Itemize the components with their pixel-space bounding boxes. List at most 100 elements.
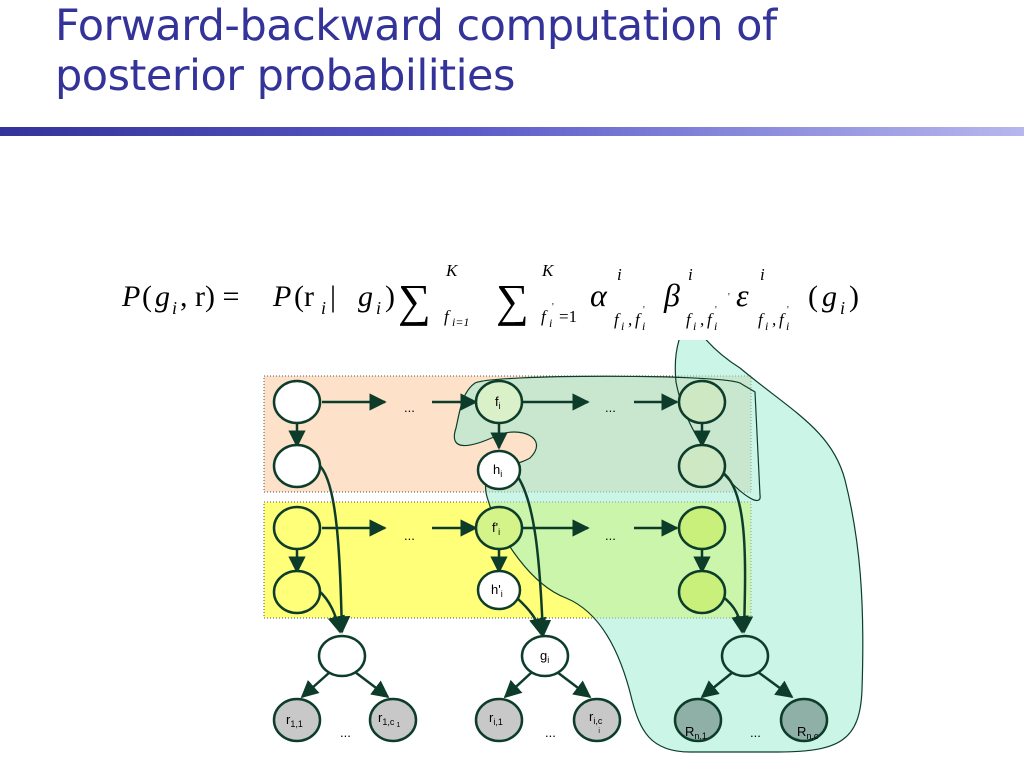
node-r-i-c [572,697,622,743]
eq-sum-2-lower-prime: ' [552,302,554,313]
eq-beta-sub-f2: f [707,310,714,329]
posterior-equation: P ( g i , r) = P (r i | g i ) ∑ K f i=1 … [121,261,859,333]
eq-alpha-sup: i [617,265,622,284]
ellipsis-upper-right: ... [605,400,616,415]
eq-sum-2-lower: f [541,307,548,326]
edge-gn-to-Rnc [757,670,794,699]
node-lower-right-f [677,505,727,551]
edge-hpi-to-gi [516,597,547,636]
eq-alpha-sub-f1: f [614,310,621,329]
eq-sum-2-lower-eq: =1 [559,307,577,326]
eq-epsilon: ε [736,277,749,313]
node-upper-left-h [272,443,322,489]
eq-epsilon-sub-i2: i [786,319,789,333]
edge-gi-to-ri1 [503,671,533,699]
node-lower-left-f [272,505,322,551]
eq-rhs-g-sub: i [376,298,381,318]
eq-sum-1-lower-sub: i=1 [452,315,469,329]
label-fprime-i: f'i [492,520,500,537]
ellipsis-r-group-1: ... [340,725,351,740]
node-R-n-c [779,697,829,743]
eq-epsilon-sup: i [760,265,765,284]
eq-lhs-open: ( [142,280,152,313]
eq-alpha-sub-comma: , [628,310,632,329]
node-upper-right-h [677,443,727,489]
eq-rhs-close: ) [385,280,395,313]
ellipsis-lower-right: ... [605,528,616,543]
label-r-i-1: ri,1 [489,710,503,727]
edge-col3-h-to-g [721,470,754,634]
node-r-1-1 [272,697,322,743]
eq-lhs-comma-r: , r) = [180,280,239,313]
ellipsis-lower-left: ... [404,528,415,543]
eq-lhs-g-sub: i [172,298,177,318]
eq-lhs-P: P [121,280,140,313]
node-f-i [474,379,524,425]
eq-tail-close: ) [849,280,859,313]
eq-alpha-sub-f2: f [635,310,642,329]
slide-title: Forward-backward computation of posterio… [55,1,995,102]
slide-title-line-2: posterior probabilities [55,50,515,101]
edge-hi-to-gi [514,473,552,638]
edge-g1-to-r1c [354,671,390,699]
eq-rhs-r-sub: i [321,298,326,318]
eq-epsilon-sub-comma: , [772,310,776,329]
eq-beta-sub-f1: f [686,310,693,329]
eq-beta-sub-i1: i [693,319,696,333]
edge-gn-to-Rn1 [700,671,734,699]
eq-rhs-g: g [358,280,373,313]
eq-sum-1-lower: f [444,307,451,326]
eq-lhs-g: g [155,280,170,313]
node-r-1-c [368,697,418,743]
eq-alpha-sub-i2: i [642,319,645,333]
title-divider [0,127,1024,136]
edge-gi-to-ric [556,671,592,699]
eq-epsilon-sub-prime: ' [787,305,789,316]
eq-beta: β [663,277,680,313]
eq-tail-g-sub: i [840,298,845,318]
eq-tail-g: g [822,280,837,313]
eq-beta-sub-comma: , [700,310,704,329]
eq-rhs-open: (r [294,280,314,313]
ellipsis-upper-left: ... [404,400,415,415]
node-lower-right-h [677,569,727,615]
node-g-1 [317,634,367,678]
eq-beta-sub-i2: i [714,319,717,333]
node-upper-left-f [272,379,322,425]
label-R-n-1: Rn,1 [685,724,707,741]
node-upper-right-f [677,379,727,425]
node-R-n-1 [673,697,723,743]
eq-sum-2: ∑ [496,275,529,326]
node-g-n [720,634,770,678]
eq-alpha-sub-prime: ' [643,305,645,316]
label-r-1-1: r1,1 [286,712,303,729]
eq-epsilon-sub-f2: f [779,310,786,329]
eq-sum-2-lower-sub: i [549,316,552,330]
node-hprime-i [476,569,522,611]
ellipsis-r-group-i: ... [545,725,556,740]
eq-alpha-sub-i1: i [621,319,624,333]
eq-sum-2-upper: K [541,261,555,280]
node-g-i [520,634,570,678]
edge-col1-h-to-g [317,463,351,634]
eq-sum-1: ∑ [398,275,431,326]
eq-tail-open: ( [808,280,818,313]
eq-alpha: α [590,277,608,313]
eq-beta-sub-prime: ' [715,305,717,316]
slide-title-line-1: Forward-backward computation of [55,1,777,51]
label-f-i: fi [495,394,501,411]
node-fprime-i [474,505,524,551]
edge-g1-to-r11 [300,671,331,699]
label-g-i: gi [540,648,549,665]
ellipsis-r-group-n: ... [750,725,761,740]
eq-sum-1-upper: K [445,261,459,280]
eq-beta-sup: i [688,265,693,284]
label-R-n-c: Rn,c [797,724,819,741]
label-h-i: hi [493,462,502,479]
label-hprime-i: h'i [491,582,503,599]
eq-beta-dot: ' [728,292,730,303]
eq-epsilon-sub-f1: f [758,310,765,329]
node-r-i-1 [474,697,524,743]
